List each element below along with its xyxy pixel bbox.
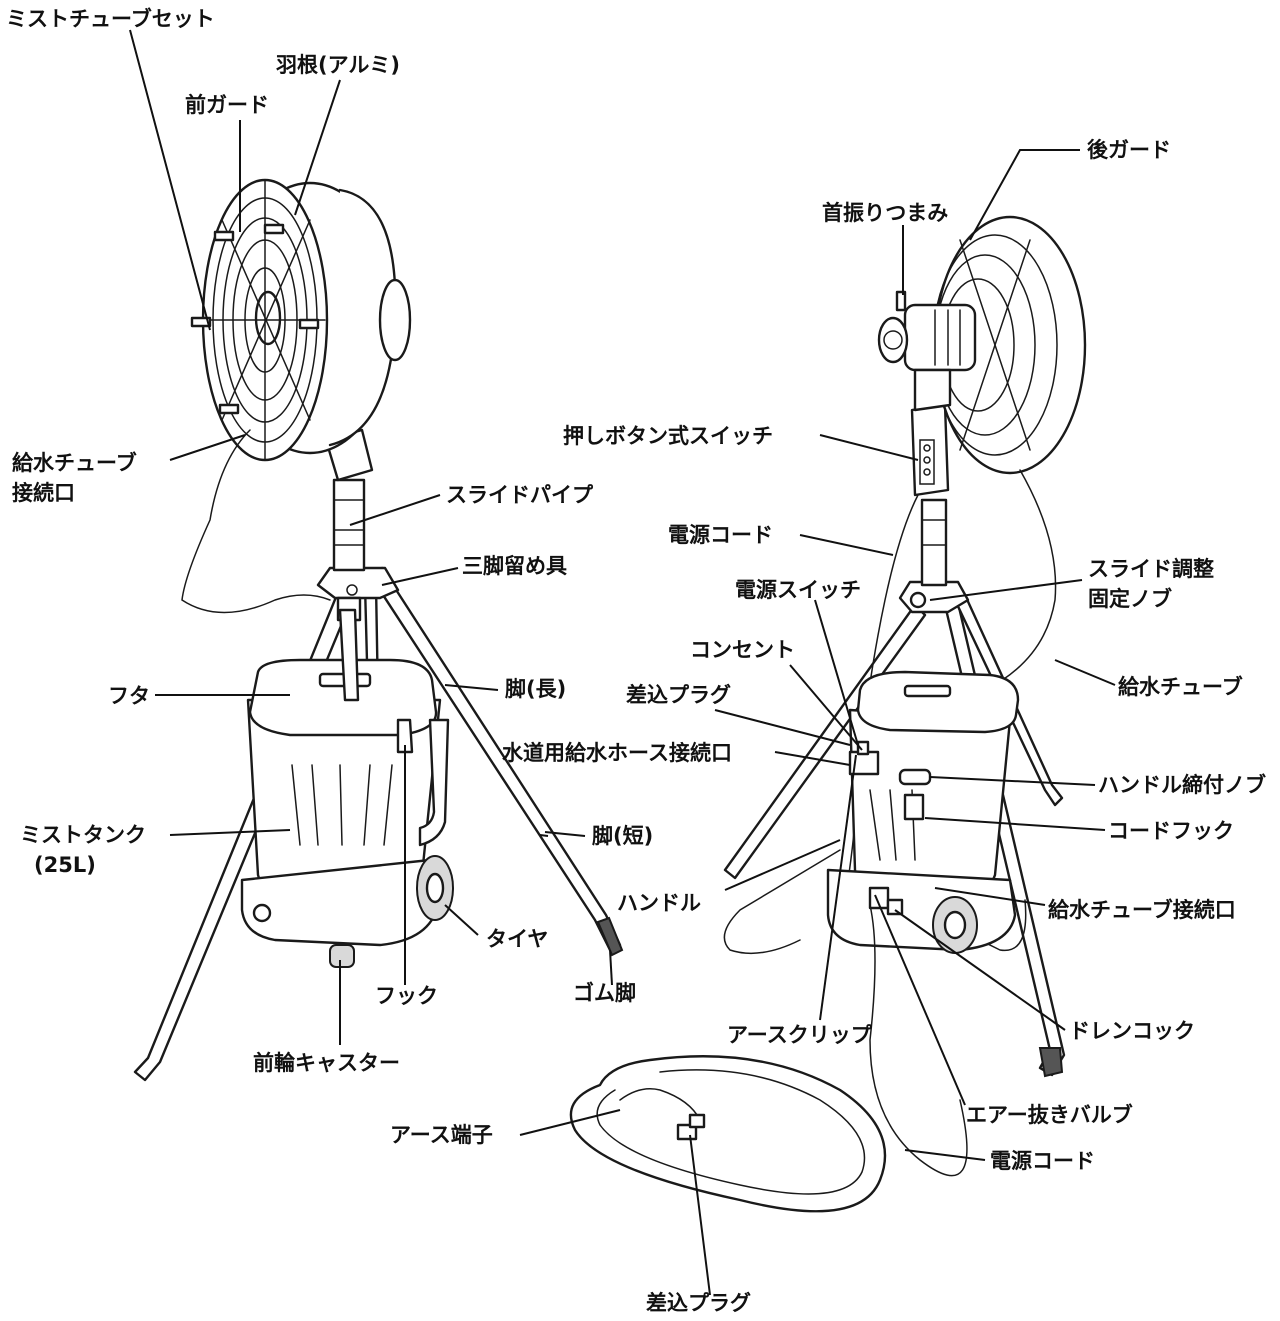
label-front-guard: 前ガード [185,93,269,117]
label-drain-cock: ドレンコック [1069,1019,1195,1043]
label-power-switch: 電源スイッチ [735,578,861,602]
label-blade: 羽根(アルミ) [276,53,400,77]
label-handle: ハンドル [617,891,701,915]
label-water-tube-connection-left: 給水チューブ [12,451,137,475]
label-plug-bottom: 差込プラグ [646,1291,751,1315]
label-push-button-switch: 押しボタン式スイッチ [563,424,773,448]
callout-labels: ミストチューブセット 羽根(アルミ) 前ガード 給水チューブ 接続口 スライドパ… [6,7,1266,1315]
label-leg-long: 脚(長) [505,677,566,701]
label-leg-short: 脚(短) [592,824,653,848]
label-earth-terminal: アース端子 [390,1123,493,1147]
label-water-tube: 給水チューブ [1118,675,1243,699]
label-power-cord-top: 電源コード [668,523,773,547]
label-handle-knob: ハンドル締付ノブ [1098,773,1266,797]
left-unit-illustration [133,178,624,1082]
label-tripod-fixture: 三脚留め具 [462,554,567,578]
label-earth-clip: アースクリップ [727,1023,873,1047]
label-plug-upper: 差込プラグ [626,683,731,707]
label-lid: フタ [108,684,150,708]
label-cord-hook: コードフック [1108,819,1234,843]
label-hose-connection: 水道用給水ホース接続口 [502,741,732,765]
label-slide-adjust-knob: スライド調整 [1088,557,1214,581]
label-mist-tank-capacity: (25L) [34,853,96,877]
label-slide-pipe: スライドパイプ [446,483,594,507]
label-water-tube-connection-left-2: 接続口 [12,481,75,505]
label-rubber-foot: ゴム脚 [573,981,636,1005]
label-mist-tank: ミストタンク [20,823,146,847]
label-hook: フック [375,984,438,1008]
label-outlet: コンセント [690,638,795,662]
label-rear-guard: 後ガード [1087,138,1171,162]
label-oscillation-knob: 首振りつまみ [822,201,948,225]
right-unit-illustration [569,215,1087,1213]
label-front-caster: 前輪キャスター [253,1051,400,1075]
label-tire: タイヤ [486,927,548,951]
label-water-tube-connection-right: 給水チューブ接続口 [1048,898,1236,922]
label-power-cord-bottom: 電源コード [990,1149,1095,1173]
label-mist-tube-set: ミストチューブセット [6,7,215,31]
leader-lines [129,29,1116,1296]
label-slide-adjust-knob-2: 固定ノブ [1088,587,1172,611]
label-air-valve: エアー抜きバルブ [966,1103,1133,1127]
